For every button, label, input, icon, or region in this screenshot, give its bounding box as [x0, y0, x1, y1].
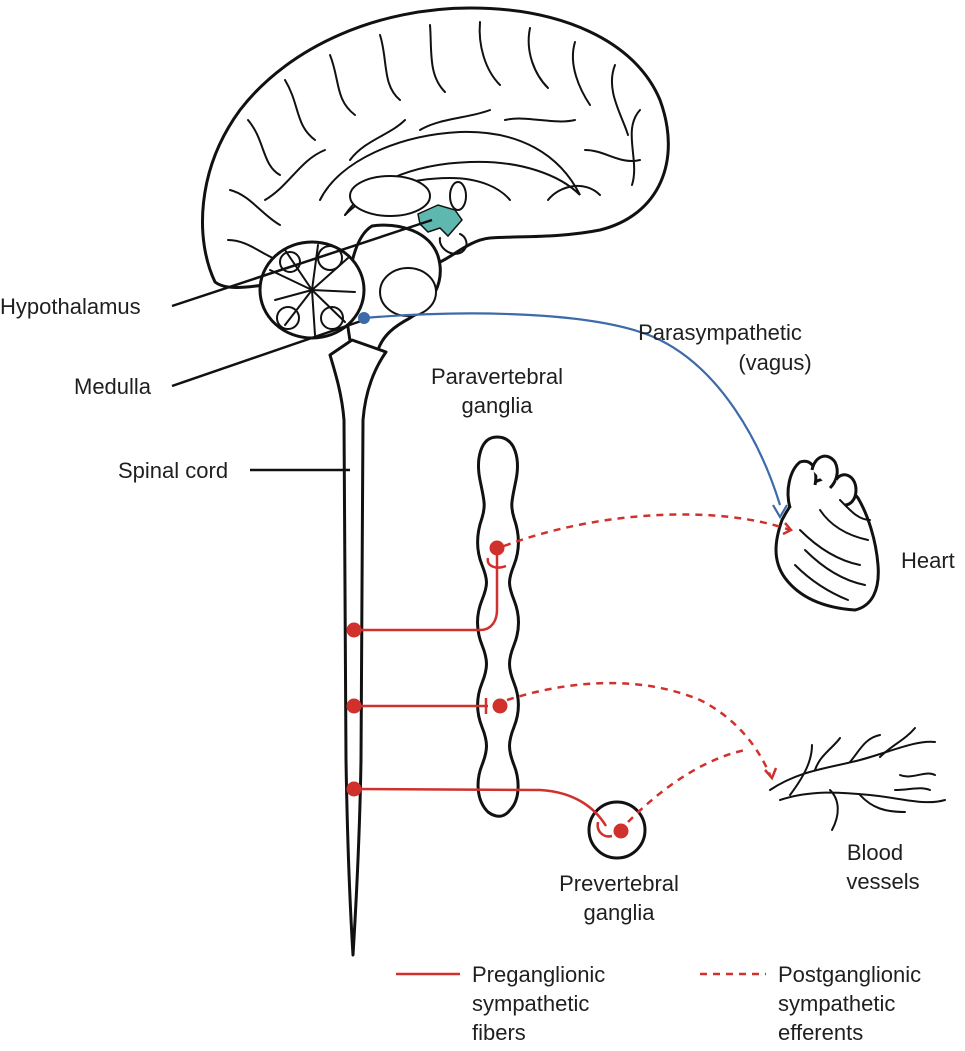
cerebral-folds — [227, 21, 641, 263]
thalamus — [349, 175, 431, 217]
legend-post-line1: Postganglionic — [778, 962, 921, 987]
blood-vessels — [769, 727, 946, 831]
label-blood-vessels-line2: vessels — [846, 869, 919, 894]
label-paravertebral-line1: Paravertebral — [431, 364, 563, 389]
legend-pre-line3: fibers — [472, 1020, 526, 1045]
legend-post-line3: efferents — [778, 1020, 863, 1045]
postganglionic-efferents — [489, 513, 793, 839]
label-hypothalamus: Hypothalamus — [0, 294, 141, 319]
hypothalamus-leader — [171, 218, 433, 308]
legend-pre-line1: Preganglionic — [472, 962, 605, 987]
paravertebral-chain — [476, 435, 520, 818]
label-parasympathetic-line1: Parasympathetic — [638, 320, 802, 345]
legend: Preganglionic sympathetic fibers Postgan… — [396, 962, 921, 1045]
label-heart: Heart — [901, 548, 955, 573]
legend-post-line2: sympathetic — [778, 991, 895, 1016]
legend-pre-line2: sympathetic — [472, 991, 589, 1016]
cerebellum — [258, 240, 366, 340]
label-blood-vessels-line1: Blood — [847, 840, 903, 865]
label-paravertebral-line2: ganglia — [462, 393, 534, 418]
label-prevertebral-line1: Prevertebral — [559, 871, 679, 896]
label-spinal-cord: Spinal cord — [118, 458, 228, 483]
brain — [201, 6, 670, 352]
label-medulla: Medulla — [74, 374, 152, 399]
vagus-pathway — [358, 312, 788, 520]
preganglionic-fibers — [346, 552, 613, 838]
hypothalamus-region — [417, 204, 463, 238]
spinal-cord — [328, 338, 388, 957]
medulla-leader — [171, 318, 365, 388]
cerebrum — [201, 6, 670, 289]
label-prevertebral-line2: ganglia — [584, 900, 656, 925]
label-parasympathetic-line2: (vagus) — [738, 350, 811, 375]
pons — [379, 267, 437, 317]
corpus-callosum — [319, 130, 581, 216]
heart — [774, 454, 880, 612]
